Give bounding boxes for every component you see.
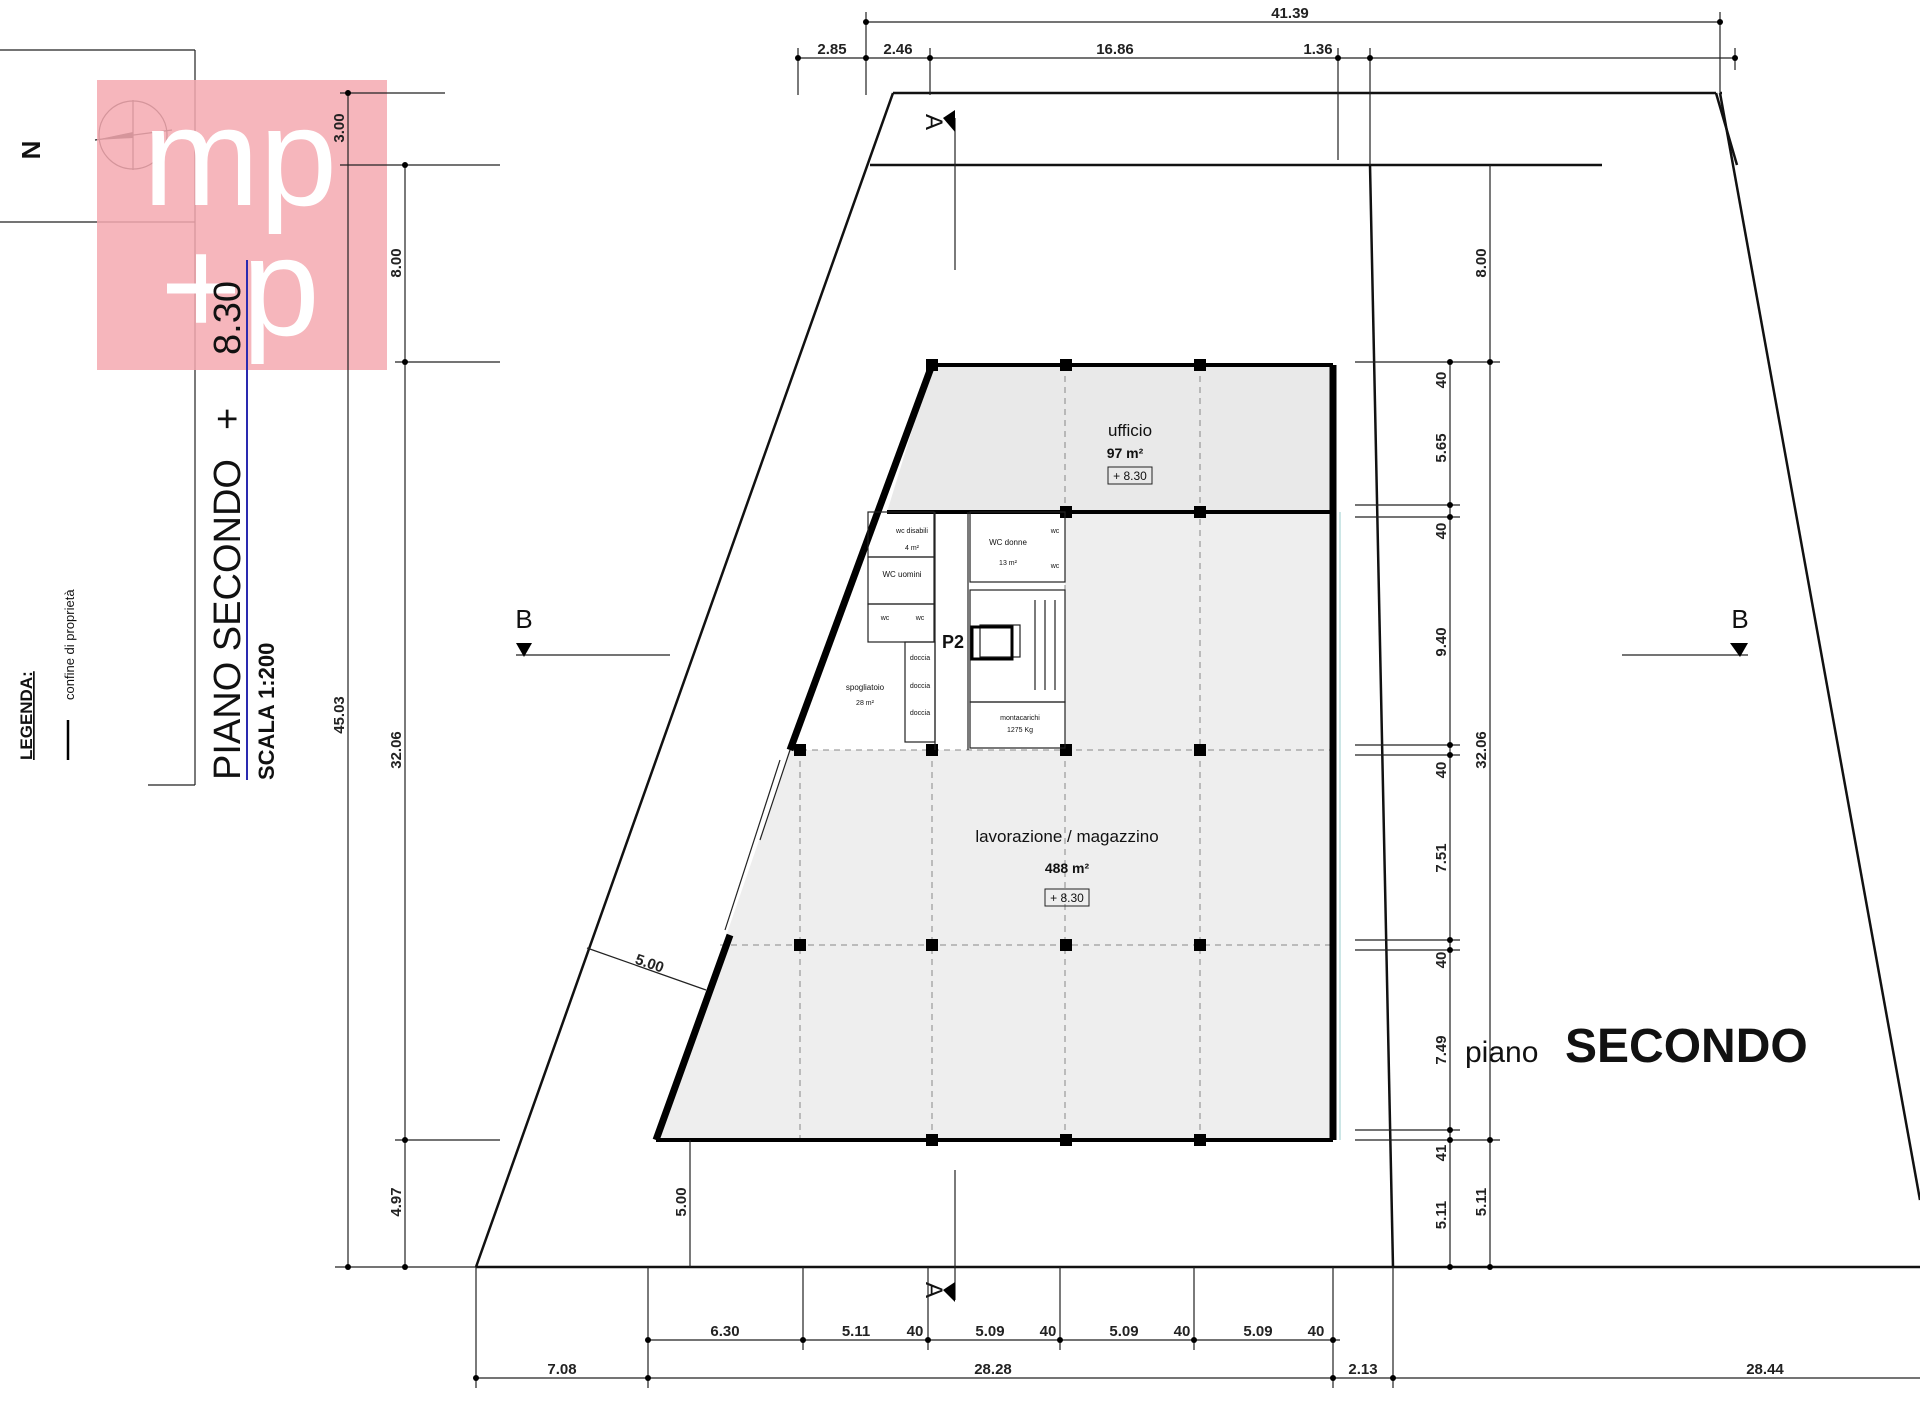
dim-right-8: 8.00 bbox=[1473, 248, 1490, 277]
stair-p2: P2 bbox=[942, 632, 964, 652]
dim-bot-630: 6.30 bbox=[710, 1323, 739, 1340]
room-doccia-1: doccia bbox=[910, 655, 930, 662]
dim-left-3: 3.00 bbox=[331, 113, 348, 142]
room-ufficio-level: + 8.30 bbox=[1113, 469, 1147, 483]
dim-bot-2844: 28.44 bbox=[1746, 1361, 1784, 1378]
dim-right-3206: 32.06 bbox=[1473, 731, 1490, 769]
section-b-left-label: B bbox=[515, 604, 532, 634]
legend-heading: LEGENDA: bbox=[17, 671, 36, 760]
dim-right-511: 5.11 bbox=[1473, 1188, 1490, 1216]
dimension-lines bbox=[335, 12, 1920, 1388]
dim-top-d: 1.36 bbox=[1303, 41, 1332, 58]
dim-bot-511: 5.11 bbox=[842, 1323, 870, 1340]
dim-top-b: 2.46 bbox=[883, 41, 912, 58]
dim-col-40c: 40 bbox=[1433, 762, 1450, 779]
property-outline bbox=[474, 91, 1920, 1269]
room-wc-disabili-area: 4 m² bbox=[905, 545, 920, 552]
dim-top-total: 41.39 bbox=[1271, 5, 1309, 22]
dim-bot-213: 2.13 bbox=[1348, 1361, 1377, 1378]
room-montacarichi: montacarichi bbox=[1000, 715, 1040, 722]
dimension-ticks bbox=[345, 19, 1738, 1381]
dim-left-500: 5.00 bbox=[673, 1187, 690, 1216]
dim-col-940: 9.40 bbox=[1433, 627, 1450, 656]
dim-bot-509c: 5.09 bbox=[1243, 1323, 1272, 1340]
room-montacarichi-cap: 1275 Kg bbox=[1007, 727, 1033, 734]
dim-col-40a: 40 bbox=[1433, 372, 1450, 389]
dim-bot-40d: 40 bbox=[1308, 1323, 1325, 1340]
plan-label-piano: piano bbox=[1465, 1036, 1538, 1069]
section-a-top-icon bbox=[943, 110, 956, 270]
legend-item: confine di proprietà bbox=[62, 589, 77, 700]
building bbox=[652, 359, 1341, 1146]
dim-col-751: 7.51 bbox=[1433, 843, 1450, 872]
room-lav-area: 488 m² bbox=[1045, 860, 1090, 876]
room-wc-small-4: wc bbox=[915, 615, 925, 622]
room-doccia-3: doccia bbox=[910, 710, 930, 717]
dim-col-511: 5.11 bbox=[1433, 1201, 1450, 1229]
dim-left-8: 8.00 bbox=[388, 248, 405, 277]
room-wc-small-2: wc bbox=[1050, 563, 1060, 570]
dim-bot-509b: 5.09 bbox=[1109, 1323, 1138, 1340]
north-label: N bbox=[16, 141, 46, 160]
section-b-right-label: B bbox=[1731, 604, 1748, 634]
room-wc-uomini: WC uomini bbox=[882, 570, 921, 579]
dim-bot-40b: 40 bbox=[1040, 1323, 1057, 1340]
section-b-right-icon bbox=[1622, 643, 1748, 657]
section-b-left-icon bbox=[516, 643, 670, 657]
dim-col-41: 41 bbox=[1433, 1145, 1450, 1162]
room-wc-disabili: wc disabili bbox=[895, 528, 928, 535]
room-lav-level: + 8.30 bbox=[1050, 891, 1084, 905]
logo-line-2: +p bbox=[160, 208, 320, 365]
scale-label: SCALA 1:200 bbox=[254, 643, 279, 780]
room-wc-small-1: wc bbox=[1050, 528, 1060, 535]
room-wc-donne-area: 13 m² bbox=[999, 560, 1018, 567]
title-plus: + bbox=[207, 408, 249, 430]
plan-label-secondo: SECONDO bbox=[1565, 1020, 1808, 1073]
room-wc-small-3: wc bbox=[880, 615, 890, 622]
room-spogliatoio: spogliatoio bbox=[846, 683, 885, 692]
room-ufficio-name: ufficio bbox=[1108, 421, 1152, 440]
room-wc-donne: WC donne bbox=[989, 538, 1027, 547]
dim-col-565: 5.65 bbox=[1433, 433, 1450, 462]
page-title: PIANO SECONDO bbox=[207, 459, 249, 780]
dim-col-40b: 40 bbox=[1433, 523, 1450, 540]
room-spogliatoio-area: 28 m² bbox=[856, 700, 875, 707]
dim-col-40d: 40 bbox=[1433, 952, 1450, 969]
dim-bot-708: 7.08 bbox=[547, 1361, 576, 1378]
room-lav-name: lavorazione / magazzino bbox=[975, 827, 1158, 846]
dim-left-32: 32.06 bbox=[388, 731, 405, 769]
dim-left-497: 4.97 bbox=[388, 1187, 405, 1216]
dim-left-45: 45.03 bbox=[331, 696, 348, 734]
logo-line-1: mp bbox=[143, 78, 337, 235]
section-a-bottom-label: A bbox=[920, 1282, 947, 1298]
dim-col-749: 7.49 bbox=[1433, 1035, 1450, 1064]
dim-top-a: 2.85 bbox=[817, 41, 846, 58]
dim-bot-40a: 40 bbox=[907, 1323, 924, 1340]
room-ufficio-area: 97 m² bbox=[1107, 445, 1144, 461]
room-doccia-2: doccia bbox=[910, 683, 930, 690]
dim-diag-500: 5.00 bbox=[633, 951, 666, 977]
title-level: 8.30 bbox=[207, 281, 249, 355]
section-a-bottom-icon bbox=[943, 1170, 956, 1302]
dim-top-c: 16.86 bbox=[1096, 41, 1134, 58]
logo: mp +p bbox=[97, 78, 387, 370]
dim-bot-2828: 28.28 bbox=[974, 1361, 1012, 1378]
dim-bot-509a: 5.09 bbox=[975, 1323, 1004, 1340]
section-a-top-label: A bbox=[920, 114, 947, 130]
dim-bot-40c: 40 bbox=[1174, 1323, 1191, 1340]
